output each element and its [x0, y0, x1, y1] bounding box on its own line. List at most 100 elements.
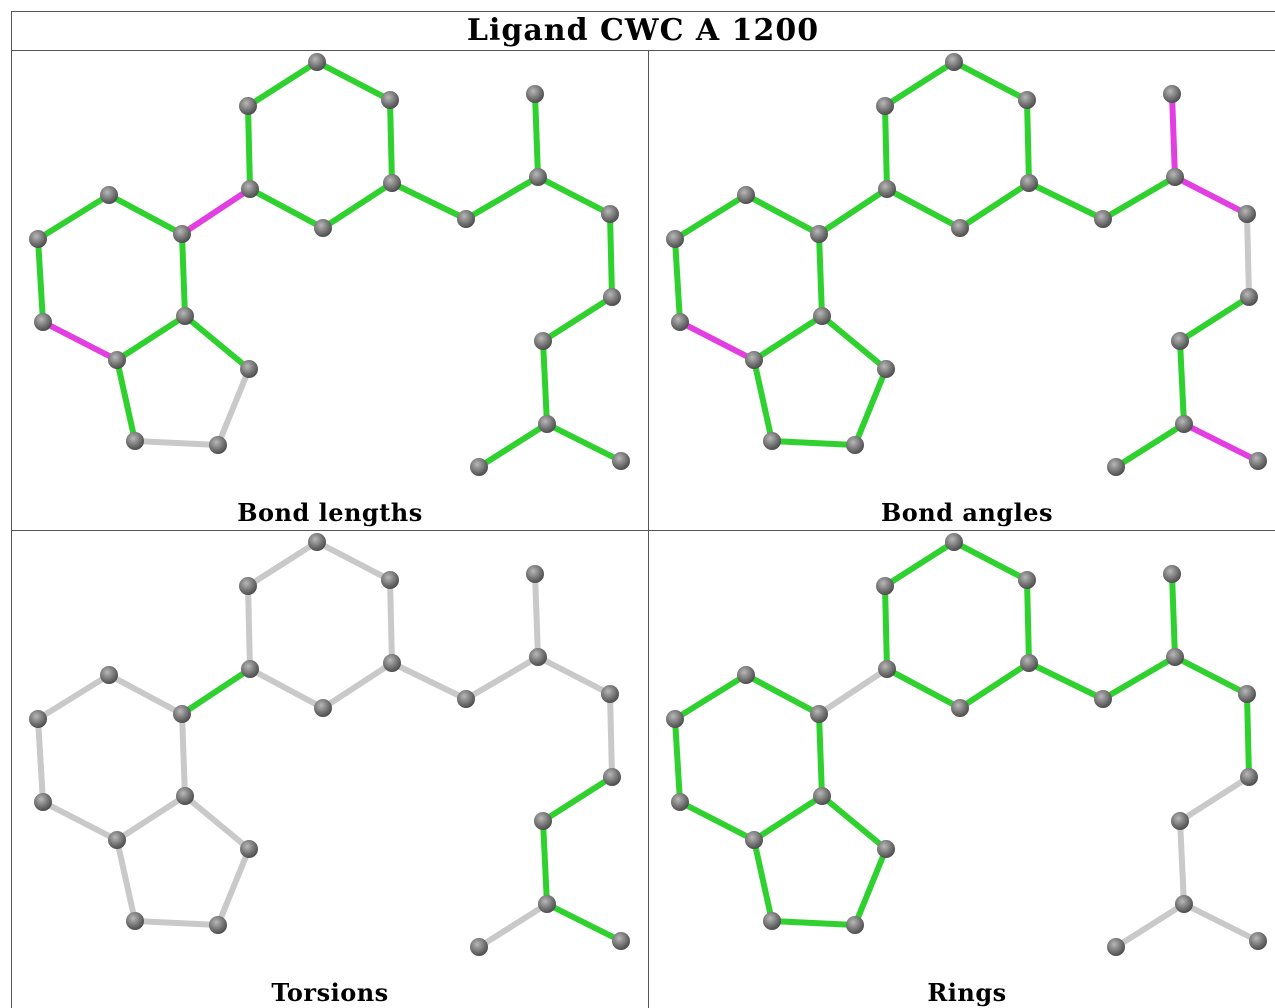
atom	[126, 912, 144, 930]
bond	[540, 818, 550, 907]
bond	[114, 313, 188, 363]
atom	[601, 685, 619, 703]
bond	[816, 231, 825, 319]
bond	[532, 571, 541, 660]
atom	[241, 660, 259, 678]
atom	[1171, 812, 1189, 830]
atom	[239, 577, 257, 595]
bond	[535, 654, 613, 697]
caption-bond-angles: Bond angles	[880, 498, 1054, 527]
atom	[1163, 85, 1181, 103]
atom	[308, 533, 326, 551]
bond	[179, 231, 188, 319]
bond	[540, 338, 550, 427]
atom	[877, 840, 895, 858]
molecule-diagram-bond-lengths	[29, 53, 630, 476]
bond	[179, 186, 253, 237]
bond	[1026, 180, 1106, 222]
atom	[240, 840, 258, 858]
bond	[179, 711, 188, 799]
atom	[1175, 415, 1193, 433]
atom	[745, 351, 763, 369]
atom	[526, 85, 544, 103]
atom	[671, 313, 689, 331]
atom	[534, 332, 552, 350]
atom	[538, 415, 556, 433]
atom	[737, 666, 755, 684]
bond	[1113, 901, 1187, 950]
atom	[1020, 654, 1038, 672]
atom	[108, 831, 126, 849]
atom	[846, 436, 864, 454]
caption-torsions: Torsions	[271, 978, 389, 1007]
atom	[1018, 571, 1036, 589]
bond	[1244, 691, 1252, 780]
atom	[1107, 458, 1125, 476]
bond	[389, 180, 469, 222]
bond	[106, 672, 185, 717]
atom	[529, 168, 547, 186]
bond	[957, 660, 1032, 711]
panel-rings: Rings	[649, 531, 1275, 1007]
atom	[314, 219, 332, 237]
atom	[209, 436, 227, 454]
border-title-bottom	[11, 50, 1275, 51]
atom	[1238, 685, 1256, 703]
bond	[1024, 97, 1032, 186]
bond	[951, 539, 1030, 583]
atom	[108, 351, 126, 369]
bond	[215, 846, 252, 928]
border-top	[11, 11, 1275, 12]
atom	[951, 219, 969, 237]
atom	[878, 660, 896, 678]
bond	[540, 294, 615, 344]
atom	[29, 710, 47, 728]
bond	[245, 539, 320, 589]
bond	[769, 438, 858, 448]
bond	[114, 357, 138, 444]
atom	[529, 648, 547, 666]
bond	[1177, 774, 1252, 824]
atom	[1240, 768, 1258, 786]
atom	[240, 360, 258, 378]
atom	[1240, 288, 1258, 306]
bond	[751, 837, 775, 924]
bond	[672, 192, 749, 242]
atom	[878, 180, 896, 198]
molecule-diagram-rings	[666, 533, 1267, 956]
bond	[389, 660, 469, 702]
bond	[852, 846, 889, 928]
bond	[882, 583, 890, 672]
bond	[476, 421, 550, 470]
atom	[1094, 210, 1112, 228]
bond	[1026, 660, 1106, 702]
bond	[35, 672, 112, 722]
atom	[1166, 648, 1184, 666]
bond	[106, 192, 185, 237]
atom	[603, 288, 621, 306]
atom	[813, 307, 831, 325]
bond	[544, 901, 624, 944]
atom	[877, 360, 895, 378]
atom	[173, 225, 191, 243]
caption-bond-lengths: Bond lengths	[237, 498, 423, 527]
atom	[1171, 332, 1189, 350]
bond	[882, 59, 957, 109]
panel-bond-lengths: Bond lengths	[12, 51, 648, 527]
bond	[476, 901, 550, 950]
bond	[607, 691, 615, 780]
atom	[526, 565, 544, 583]
bond	[132, 438, 221, 448]
bond	[320, 180, 395, 231]
atom	[813, 787, 831, 805]
atom	[241, 180, 259, 198]
atom	[1020, 174, 1038, 192]
bond	[387, 97, 395, 186]
atom	[876, 97, 894, 115]
atom	[1249, 452, 1267, 470]
bond	[35, 716, 46, 805]
atom	[534, 812, 552, 830]
figure-title: Ligand CWC A 1200	[466, 13, 820, 48]
atom	[34, 313, 52, 331]
